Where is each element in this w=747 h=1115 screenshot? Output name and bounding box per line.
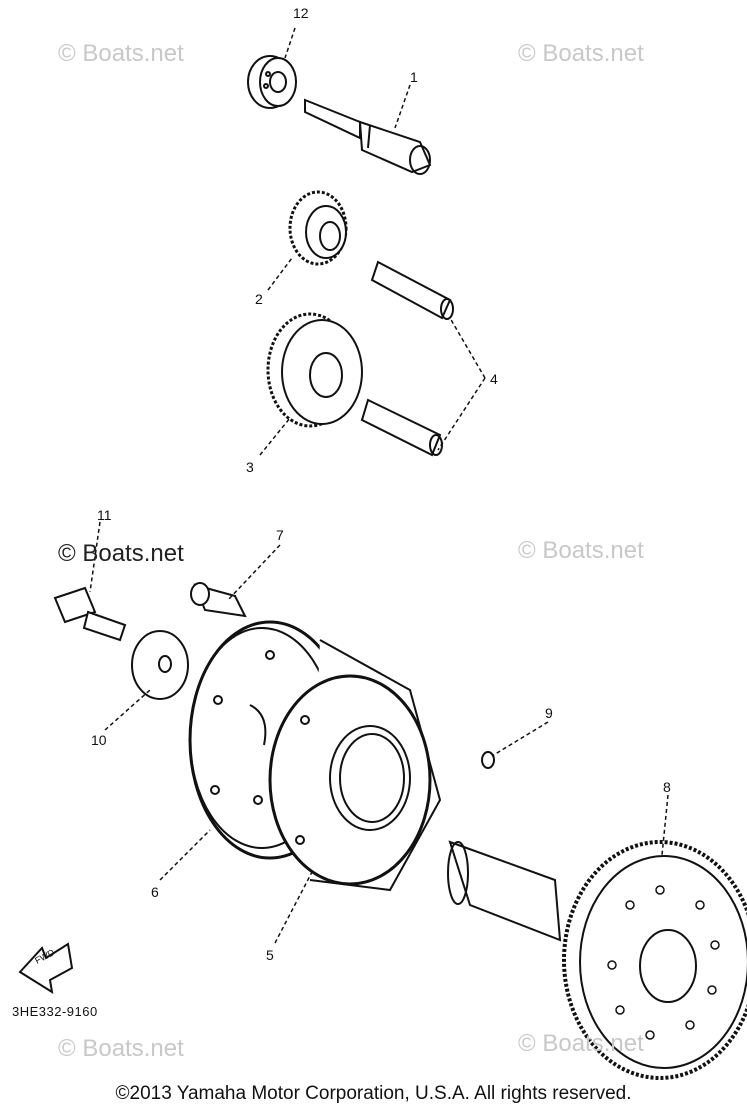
bolt-part-7 — [190, 582, 247, 618]
part-label-12: 12 — [293, 5, 309, 21]
part-label-4: 4 — [490, 371, 498, 387]
shaft-sleeve — [447, 840, 562, 942]
watermark: © Boats.net — [58, 1035, 184, 1062]
gear-part-8 — [562, 840, 747, 1080]
copyright-notice: ©2013 Yamaha Motor Corporation, U.S.A. A… — [115, 1083, 632, 1104]
watermark: © Boats.net — [58, 540, 184, 567]
part-label-6: 6 — [151, 884, 159, 900]
part-label-11: 11 — [97, 507, 112, 523]
pin-part-4-upper — [370, 260, 454, 320]
diagram-code: 3HE332-9160 — [12, 1004, 98, 1019]
part-label-10: 10 — [91, 732, 107, 748]
part-label-5: 5 — [266, 947, 274, 963]
pin-part-4-lower — [360, 398, 443, 457]
part-label-3: 3 — [246, 459, 254, 475]
part-label-8: 8 — [663, 779, 671, 795]
bearing-part-12 — [247, 55, 297, 109]
part-label-9: 9 — [545, 705, 553, 721]
watermark: © Boats.net — [58, 40, 184, 67]
leader-lines — [89, 27, 669, 944]
watermark: © Boats.net — [518, 1030, 644, 1057]
shaft-part-1 — [304, 98, 432, 175]
clutch-part-5 — [268, 639, 442, 892]
ring-part-9 — [481, 751, 495, 769]
watermark: © Boats.net — [518, 40, 644, 67]
part-label-1: 1 — [410, 69, 418, 85]
bolt-part-11 — [53, 586, 127, 642]
gear-part-2 — [288, 190, 348, 266]
washer-part-10 — [131, 630, 189, 700]
part-label-2: 2 — [255, 291, 263, 307]
fwd-arrow-icon — [18, 942, 74, 995]
gear-part-3 — [266, 312, 363, 428]
watermark: © Boats.net — [518, 537, 644, 564]
part-label-7: 7 — [276, 527, 284, 543]
